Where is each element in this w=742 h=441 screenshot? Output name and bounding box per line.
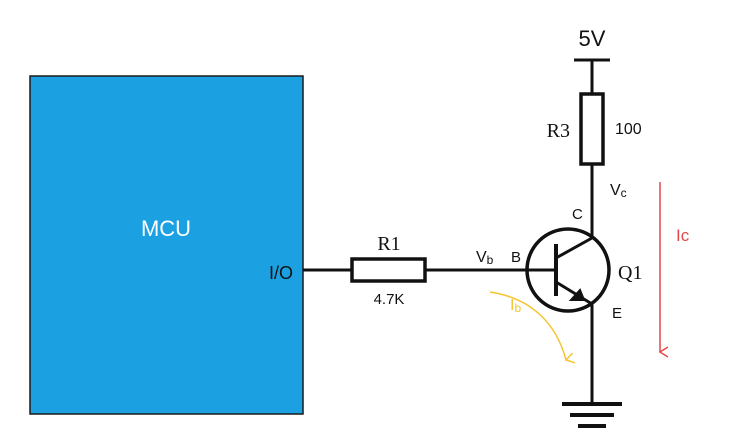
collector-voltage-label: Vc <box>610 182 627 200</box>
collector-voltage-sub: c <box>621 186 627 200</box>
r1-value-label: 4.7K <box>374 291 405 308</box>
r3-body <box>579 92 605 166</box>
resistor-r3: R3 100 <box>547 92 642 166</box>
ic-label: Ic <box>676 226 690 245</box>
wires <box>303 60 594 402</box>
base-pin-label: B <box>511 249 521 266</box>
base-voltage-main: V <box>476 249 487 266</box>
r3-value-label: 100 <box>615 121 642 138</box>
base-current-indicator: Ib <box>489 291 576 364</box>
ground-icon <box>562 402 622 428</box>
r1-body <box>350 257 427 283</box>
ib-label: Ib <box>510 297 521 315</box>
q1-label: Q1 <box>618 262 642 284</box>
base-voltage-sub: b <box>487 253 494 267</box>
base-voltage-label: Vb <box>476 249 494 267</box>
mcu-body <box>29 75 304 415</box>
ib-arrow-icon <box>489 291 576 364</box>
npn-transistor-icon: Q1 B C E Vb Vc <box>476 182 642 322</box>
collector-pin-label: C <box>572 206 583 223</box>
ib-label-sub: b <box>514 301 521 315</box>
r3-name-label: R3 <box>547 120 570 142</box>
collector-current-indicator: Ic <box>658 182 690 358</box>
emitter-arrow-icon <box>568 288 586 301</box>
supply-label: 5V <box>579 26 606 51</box>
io-pin-label: I/O <box>269 263 293 283</box>
supply-5v: 5V <box>574 26 610 62</box>
transistor-collector-lead <box>555 236 593 260</box>
collector-voltage-main: V <box>610 182 621 199</box>
transistor-circle <box>525 227 611 313</box>
ib-label-main: I <box>510 297 514 314</box>
mcu-label: MCU <box>141 216 191 241</box>
emitter-pin-label: E <box>612 305 622 322</box>
resistor-r1: R1 4.7K <box>350 233 427 308</box>
transistor-emitter-lead <box>555 280 593 306</box>
r1-name-label: R1 <box>377 233 400 255</box>
mcu-block: MCU I/O <box>29 75 304 415</box>
